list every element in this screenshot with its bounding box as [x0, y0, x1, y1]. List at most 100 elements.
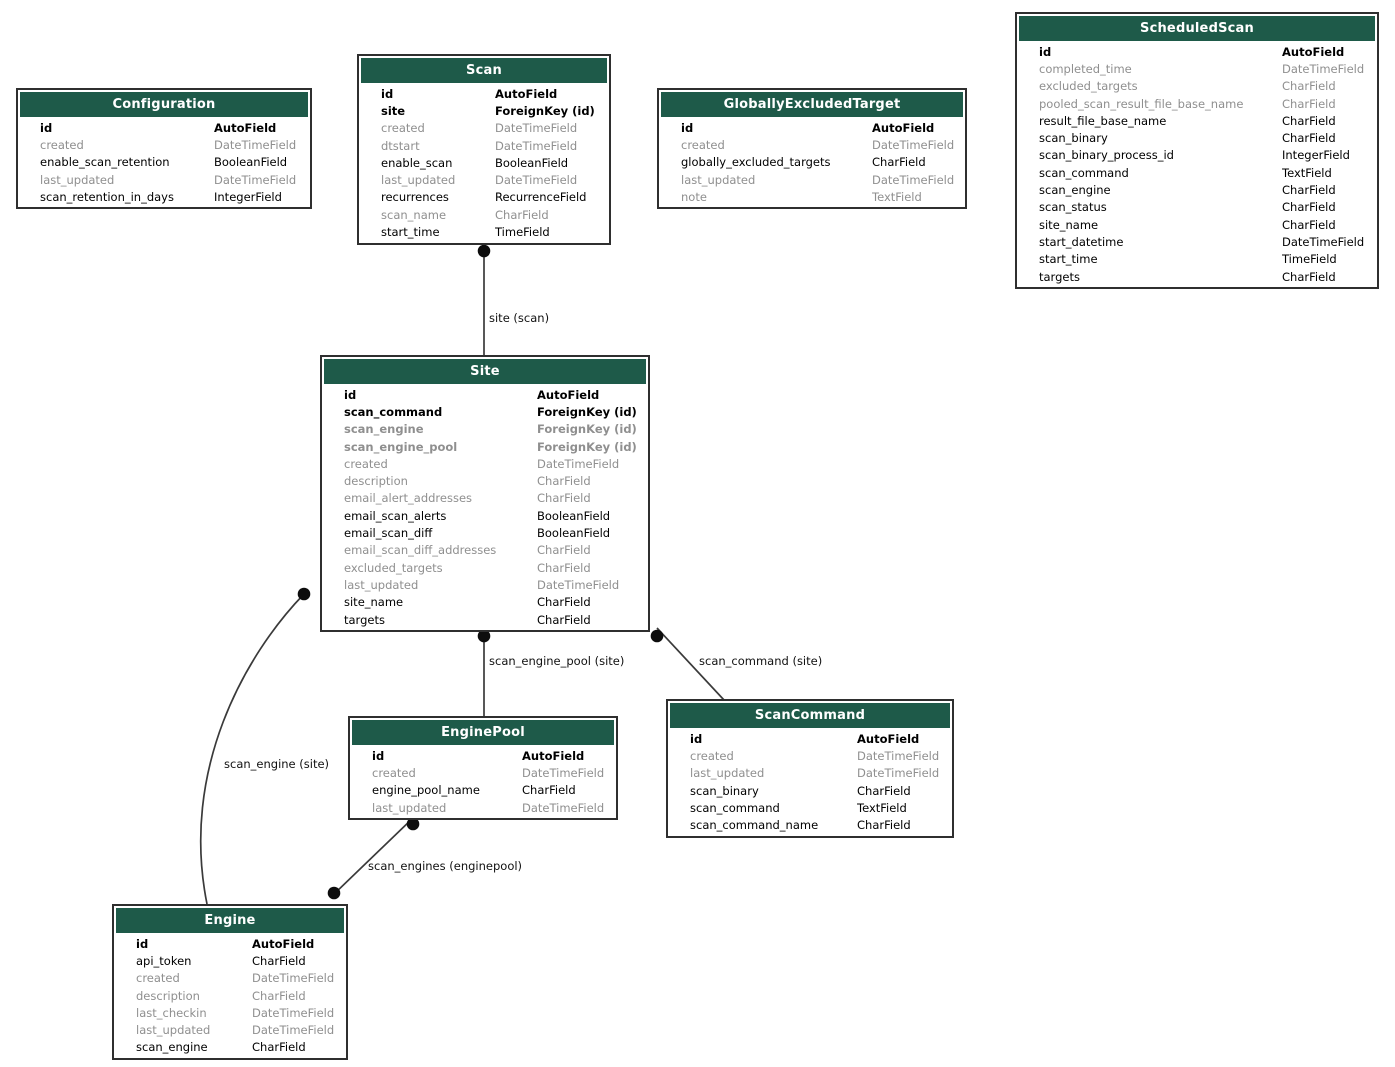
field-type: AutoField	[872, 120, 935, 135]
field-name: scan_retention_in_days	[40, 189, 174, 204]
field-name: scan_engine_pool	[344, 439, 458, 454]
edge-endpoint-dot	[650, 629, 664, 643]
field-type: DateTimeField	[537, 456, 620, 471]
field-type: AutoField	[252, 936, 315, 951]
field-type: DateTimeField	[522, 800, 605, 815]
field-type: CharField	[1282, 79, 1336, 94]
field-type: DateTimeField	[495, 138, 578, 153]
field-name: engine_pool_name	[372, 783, 480, 798]
field-row-configuration-scan_retention_in_days: scan_retention_in_days IntegerField	[20, 188, 308, 205]
field-type: DateTimeField	[252, 971, 335, 986]
field-name: last_updated	[372, 800, 447, 815]
entity-title-scheduledscan: ScheduledScan	[1019, 16, 1375, 41]
field-type: ForeignKey (id)	[537, 404, 637, 419]
field-row-globallyexcludedtarget-id: id AutoField	[661, 119, 963, 136]
field-name: scan_status	[1039, 200, 1107, 215]
field-name: targets	[344, 612, 385, 627]
field-name: last_updated	[381, 173, 456, 188]
edge-label: scan_command (site)	[699, 654, 823, 668]
field-name: created	[681, 137, 725, 152]
field-name: last_updated	[681, 172, 756, 187]
field-type: TextField	[857, 800, 907, 815]
field-type: CharField	[1282, 217, 1336, 232]
field-type: DateTimeField	[1282, 234, 1365, 249]
field-name: scan_command_name	[690, 818, 819, 833]
field-type: BooleanField	[537, 526, 611, 541]
field-type: IntegerField	[214, 189, 282, 204]
field-name: globally_excluded_targets	[681, 155, 831, 170]
field-name: last_updated	[344, 577, 419, 592]
field-type: AutoField	[857, 731, 920, 746]
field-name: description	[344, 474, 408, 489]
entity-title-configuration: Configuration	[20, 92, 308, 117]
field-row-site-email_scan_diff: email_scan_diff BooleanField	[324, 524, 646, 541]
field-name: last_updated	[136, 1023, 211, 1038]
field-type: DateTimeField	[252, 1023, 335, 1038]
field-type: DateTimeField	[857, 766, 940, 781]
field-type: CharField	[522, 783, 576, 798]
field-type: CharField	[1282, 113, 1336, 128]
entity-title-scancommand: ScanCommand	[670, 703, 950, 728]
field-type: CharField	[1282, 183, 1336, 198]
field-name: result_file_base_name	[1039, 113, 1167, 128]
field-name: scan_engine	[136, 1040, 208, 1055]
field-type: IntegerField	[1282, 148, 1350, 163]
field-type: AutoField	[1282, 44, 1345, 59]
field-name: id	[690, 731, 703, 746]
field-row-site-scan_command: scan_command ForeignKey (id)	[324, 403, 646, 420]
field-name: site	[381, 103, 406, 118]
field-row-engine-scan_engine: scan_engine CharField	[116, 1039, 344, 1056]
field-row-scheduledscan-id: id AutoField	[1019, 43, 1375, 60]
field-name: scan_command	[344, 404, 443, 419]
field-name: scan_command	[690, 800, 780, 815]
field-row-enginepool-last_updated: last_updated DateTimeField	[352, 799, 614, 816]
field-type: ForeignKey (id)	[537, 439, 637, 454]
field-name: targets	[1039, 269, 1080, 284]
field-type: CharField	[872, 155, 926, 170]
entity-title-enginepool: EnginePool	[352, 720, 614, 745]
field-type: CharField	[1282, 96, 1336, 111]
field-type: CharField	[857, 783, 911, 798]
field-type: DateTimeField	[522, 765, 605, 780]
field-name: dtstart	[381, 138, 420, 153]
field-type: DateTimeField	[214, 137, 297, 152]
field-name: email_scan_diff	[344, 526, 433, 541]
field-row-enginepool-engine_pool_name: engine_pool_name CharField	[352, 782, 614, 799]
field-name: description	[136, 988, 200, 1003]
field-type: CharField	[252, 1040, 306, 1055]
entity-title-scan: Scan	[361, 58, 607, 83]
field-name: id	[681, 120, 694, 135]
field-name: recurrences	[381, 190, 449, 205]
edge-path	[199, 593, 305, 905]
field-row-scheduledscan-result_file_base_name: result_file_base_name CharField	[1019, 112, 1375, 129]
field-type: RecurrenceField	[495, 190, 587, 205]
field-type: DateTimeField	[537, 577, 620, 592]
field-type: AutoField	[214, 120, 277, 135]
field-type: CharField	[537, 491, 591, 506]
field-name: id	[1039, 44, 1052, 59]
